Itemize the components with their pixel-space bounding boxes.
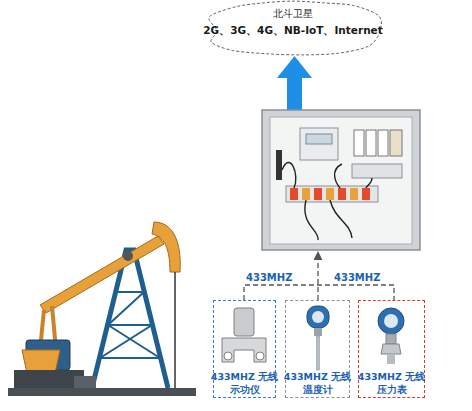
din-rail	[352, 164, 402, 178]
saddle-bearing	[123, 251, 133, 261]
uplink-arrow	[277, 56, 312, 110]
neck	[386, 334, 396, 344]
cabinet-panel	[270, 117, 412, 244]
network-list: 2G、3G、4G、NB-IoT、Internet	[198, 24, 388, 38]
terminal	[350, 188, 358, 200]
sensor-box: 433MHZ 无线 示功仪	[213, 300, 276, 398]
wireless-links	[244, 252, 394, 300]
radio-link	[244, 285, 394, 300]
bolt	[224, 352, 232, 360]
radio-link	[317, 252, 318, 300]
sensor-box: 433MHZ 无线 温度计	[285, 300, 350, 398]
pumpjack	[8, 222, 196, 396]
wires	[282, 163, 372, 240]
frequency-label: 433MHZ	[246, 272, 292, 283]
sensor-label: 433MHZ 无线 示功仪	[210, 370, 279, 396]
thermometer-icon	[307, 306, 329, 370]
cable-gland	[276, 150, 282, 180]
sensor-label: 433MHZ 无线 压力表	[355, 370, 428, 396]
breaker	[378, 130, 388, 156]
thread	[387, 354, 395, 364]
power-supply	[390, 130, 402, 156]
sensor-box: 433MHZ 无线 压力表	[358, 300, 425, 398]
rtu-display	[306, 134, 332, 144]
dynamometer-icon	[222, 308, 266, 362]
terminal	[314, 188, 322, 200]
cloud-heading: 北斗卫星	[198, 7, 388, 21]
motor	[74, 376, 96, 388]
post-bracing	[100, 292, 160, 358]
gauge-face	[384, 314, 398, 328]
base-skid	[8, 388, 196, 396]
rtu-module	[300, 128, 338, 160]
pressure-gauge-icon	[378, 308, 404, 364]
terminal	[326, 188, 334, 200]
clamp	[222, 338, 266, 362]
hex-fitting	[381, 344, 401, 354]
gearbox-base	[14, 370, 84, 388]
horse-head	[152, 222, 180, 272]
terminal	[302, 188, 310, 200]
control-cabinet	[262, 110, 420, 250]
gauge-face	[312, 311, 324, 323]
fitting	[314, 328, 322, 336]
bolt	[256, 352, 264, 360]
breaker	[366, 130, 376, 156]
arrow-head	[277, 56, 312, 78]
terminal	[290, 188, 298, 200]
load-cell	[234, 308, 254, 336]
transmitter-head	[378, 308, 404, 334]
terminal	[362, 188, 370, 200]
breaker	[354, 130, 364, 156]
cabinet-frame	[262, 110, 420, 250]
frequency-label: 433MHZ	[334, 272, 380, 283]
polished-rod	[174, 272, 176, 388]
walking-beam	[40, 236, 164, 313]
cloud-node: 北斗卫星 2G、3G、4G、NB-IoT、Internet	[198, 0, 388, 56]
transmitter-head	[307, 306, 329, 328]
sensor-label: 433MHZ 无线 温度计	[282, 370, 353, 396]
terminal	[338, 188, 346, 200]
arrow-shaft	[287, 76, 302, 110]
terminal-rail	[286, 186, 378, 202]
probe-stem	[317, 336, 320, 370]
